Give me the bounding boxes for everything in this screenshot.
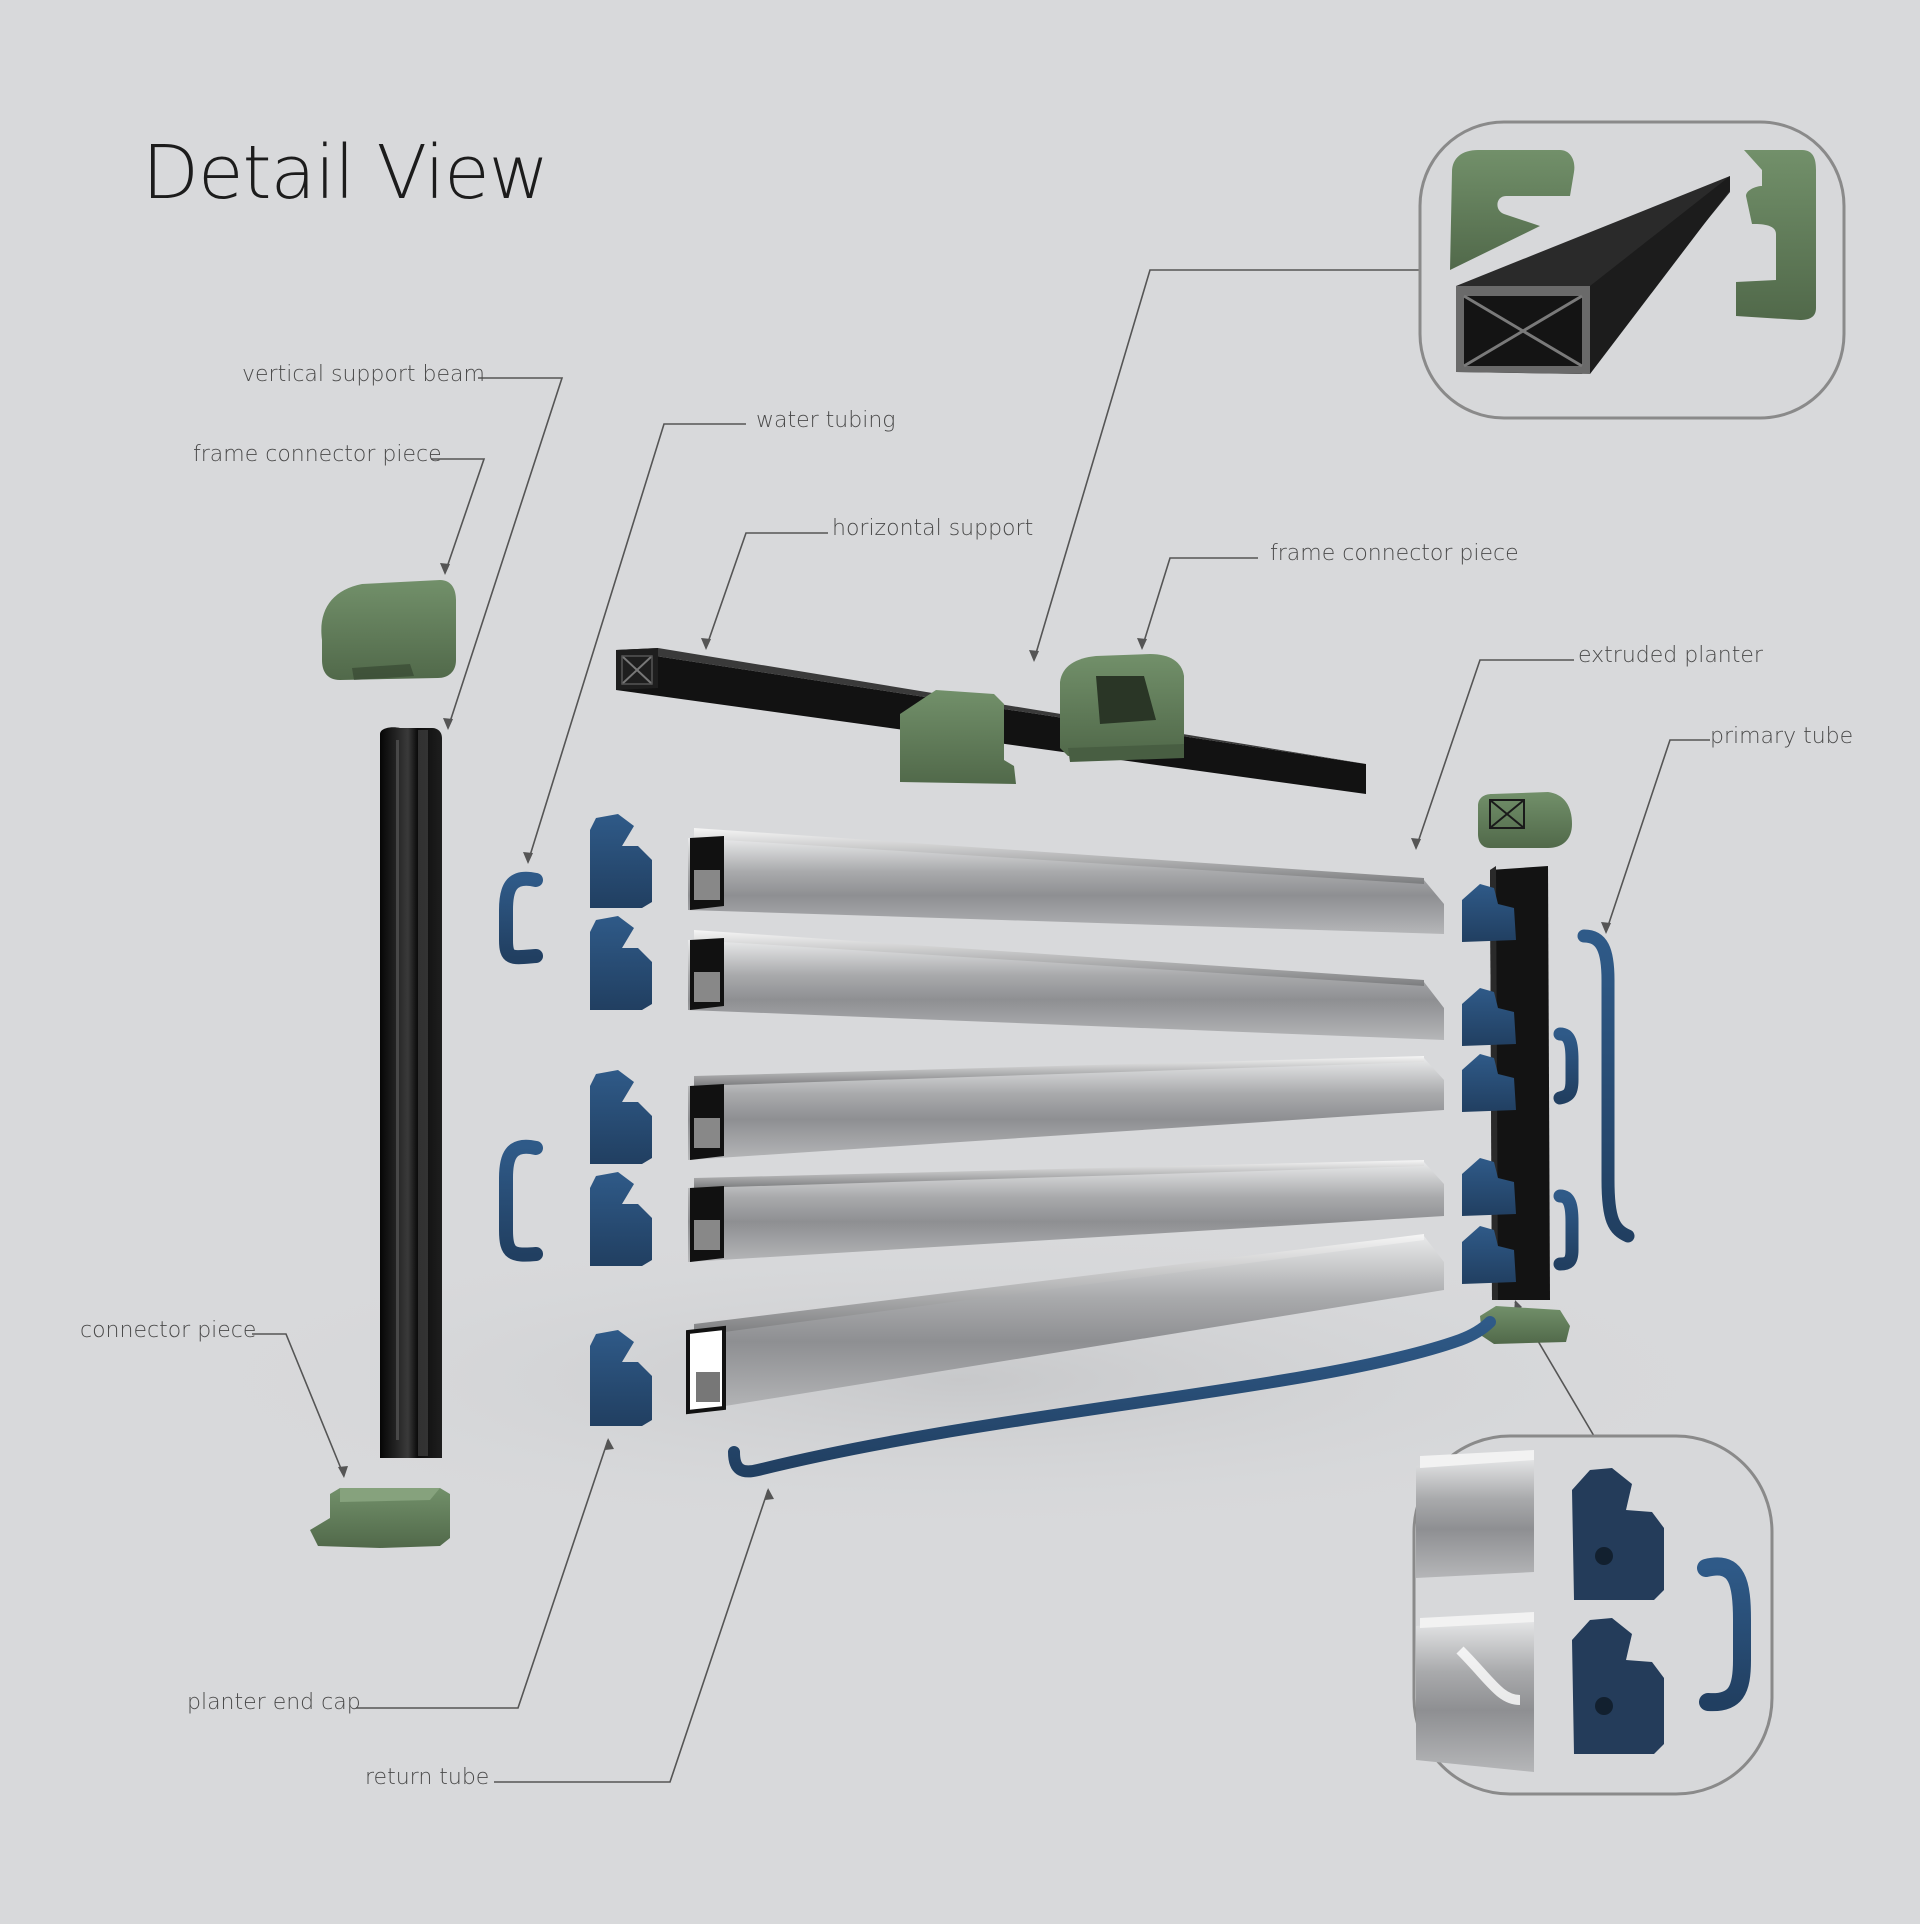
- inset-cap-hole-2: [1595, 1697, 1613, 1715]
- water-tubing-part: [499, 871, 543, 1262]
- inset-bottom-detail: [1412, 1434, 1774, 1796]
- leader-extruded-planter: [1415, 659, 1574, 849]
- extruded-planters: [686, 828, 1444, 1415]
- planter-end-caps-right: [1462, 884, 1516, 1284]
- leader-return-tube: [494, 1489, 769, 1783]
- leader-frame-connector-left: [431, 458, 486, 574]
- planter-rail-3: [688, 1056, 1444, 1160]
- frame-connector-left-part: [321, 580, 456, 680]
- label-horizontal-support: horizontal support: [832, 516, 1034, 541]
- leader-primary-tube: [1605, 739, 1710, 933]
- label-frame-connector-right: frame connector piece: [1270, 541, 1519, 566]
- planter-rail-2: [688, 930, 1444, 1040]
- leader-horizontal-support: [705, 532, 828, 649]
- planter-end-caps-left: [590, 814, 652, 1426]
- label-connector-piece: connector piece: [80, 1318, 257, 1343]
- planter-rail-4: [688, 1160, 1444, 1262]
- leader-inset-top: [1033, 269, 1420, 661]
- inset-bottom-rails: [1416, 1450, 1534, 1772]
- leader-planter-end-cap: [356, 1439, 609, 1709]
- return-tube-part: [728, 1316, 1496, 1478]
- leader-connector-piece: [252, 1333, 345, 1477]
- frame-connector-right-part: [900, 654, 1184, 784]
- page-title: Detail View: [142, 130, 549, 216]
- label-vertical-support-beam: vertical support beam: [242, 362, 485, 387]
- label-extruded-planter: extruded planter: [1578, 643, 1763, 668]
- vertical-support-beam-part: [380, 727, 442, 1458]
- top-right-cap-part: [1478, 792, 1572, 848]
- inset-bottom-tube: [1697, 1557, 1751, 1712]
- planter-rail-1: [688, 828, 1444, 934]
- bottom-right-cap-part: [1480, 1306, 1570, 1344]
- inset-top-connectors: [1450, 150, 1816, 320]
- leader-water-tubing: [527, 423, 746, 863]
- label-return-tube: return tube: [365, 1765, 490, 1790]
- leader-vertical-support-beam: [447, 377, 564, 729]
- label-water-tubing: water tubing: [756, 408, 896, 433]
- label-frame-connector-left: frame connector piece: [193, 442, 442, 467]
- inset-top-beam: [1456, 176, 1730, 374]
- planter-rail-5: [686, 1234, 1444, 1415]
- inset-bottom-end-caps: [1572, 1468, 1664, 1754]
- label-planter-end-cap: planter end cap: [187, 1690, 361, 1715]
- inset-top-detail: [1418, 120, 1846, 420]
- primary-tube-part: [1553, 929, 1635, 1271]
- inset-cap-hole-1: [1595, 1547, 1613, 1565]
- label-primary-tube: primary tube: [1710, 724, 1854, 749]
- connector-piece-part: [310, 1488, 450, 1548]
- leader-frame-connector-right: [1141, 557, 1258, 649]
